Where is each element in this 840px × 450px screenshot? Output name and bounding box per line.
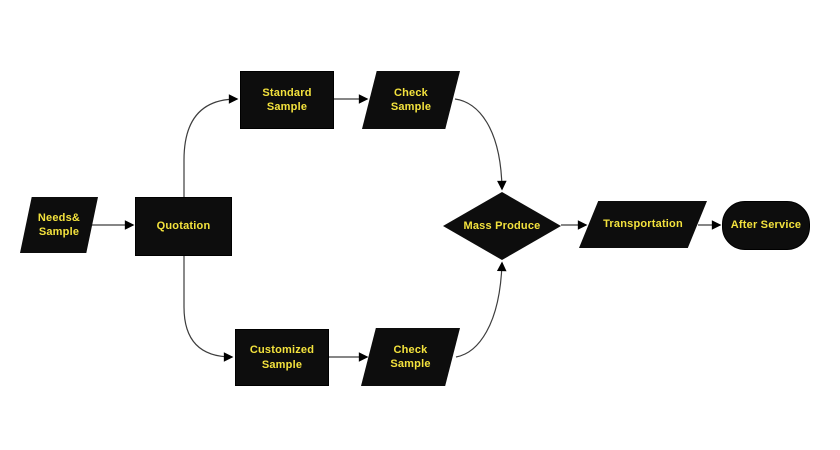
node-label: Standard Sample — [262, 86, 312, 113]
node-label: Transportation — [603, 218, 683, 231]
flow-node-transportation: Transportation — [579, 201, 707, 248]
node-label: After Service — [730, 219, 802, 232]
node-label: Needs& Sample — [37, 211, 81, 238]
node-label: Check Sample — [390, 343, 431, 370]
node-label: Check Sample — [390, 86, 432, 113]
edge-quotation-to-standard — [183, 94, 239, 197]
flow-node-quotation: Quotation — [135, 197, 232, 256]
flow-node-after-service: After Service — [722, 201, 810, 250]
flow-node-mass-produce: Mass Produce — [443, 192, 561, 260]
flow-node-customized-sample: Customized Sample — [235, 329, 329, 386]
node-label: Quotation — [156, 220, 211, 233]
node-label: Mass Produce — [463, 219, 541, 232]
edge-checktop-to-mass — [454, 98, 507, 191]
flow-node-standard-sample: Standard Sample — [240, 71, 334, 129]
edge-quotation-to-customized — [183, 254, 234, 362]
node-label: Customized Sample — [249, 344, 315, 371]
flow-node-check-sample-top: Check Sample — [362, 71, 460, 129]
flow-node-needs-sample: Needs& Sample — [20, 197, 98, 253]
edge-checkbottom-to-mass — [455, 261, 507, 358]
flow-node-check-sample-bottom: Check Sample — [361, 328, 460, 386]
